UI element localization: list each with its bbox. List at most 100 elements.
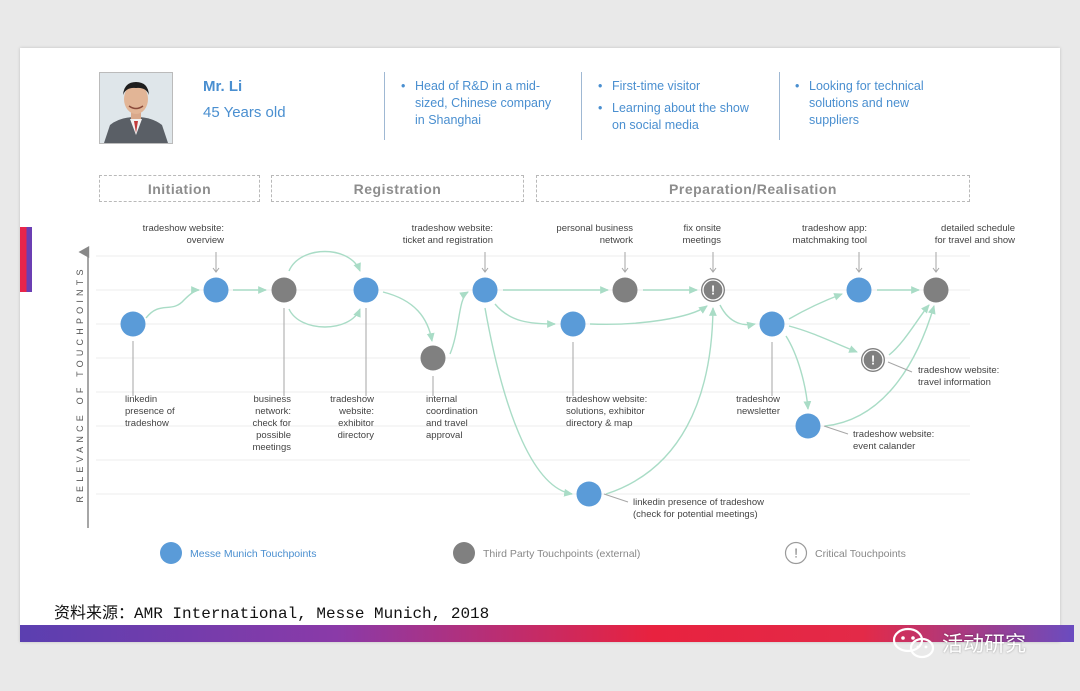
leader-line [887, 361, 913, 373]
touchpoint-label-line: tradeshow website: [143, 223, 224, 234]
persona-visit-list: First-time visitor Learning about the sh… [598, 78, 749, 139]
touchpoint-label-line: website: [338, 406, 374, 417]
touchpoint-label-line: meetings [252, 442, 291, 453]
touchpoint-critical [701, 278, 725, 302]
slide [20, 48, 1060, 642]
touchpoint-label-line: business [254, 394, 292, 405]
connector-arrow [824, 305, 936, 427]
connector-arrow [382, 291, 435, 342]
persona-name: Mr. Li [203, 78, 243, 95]
touchpoint-messe [759, 311, 785, 337]
touchpoint-label: tradeshow app:matchmaking tool [793, 223, 867, 246]
connector-arrow [288, 250, 361, 272]
touchpoint-label: tradeshow website:event calander [853, 429, 934, 452]
touchpoint-label-line: internal [426, 394, 457, 405]
connector-arrow [449, 291, 469, 355]
touchpoint-label: linkedin presence of tradeshow(check for… [633, 497, 764, 520]
touchpoint-messe [472, 277, 498, 303]
persona-divider [384, 72, 385, 140]
touchpoint-critical [861, 348, 885, 372]
watermark-text: 活动研究 [942, 632, 1026, 656]
touchpoint-label-line: presence of [125, 406, 175, 417]
left-accent-bar [20, 227, 32, 292]
touchpoint-label-line: ticket and registration [403, 235, 493, 246]
phase-initiation: Initiation [99, 175, 260, 202]
touchpoint-label-line: overview [187, 235, 225, 246]
persona-divider [581, 72, 582, 140]
touchpoint-label-line: tradeshow website: [412, 223, 493, 234]
touchpoint-label-line: personal business [556, 223, 633, 234]
touchpoint-label-line: newsletter [737, 406, 780, 417]
touchpoint-label-line: tradeshow [736, 394, 780, 405]
persona-divider [779, 72, 780, 140]
leader-line [603, 493, 629, 503]
journey-connectors [145, 250, 936, 497]
touchpoint-label: tradeshow website:travel information [918, 365, 999, 388]
touchpoint-third [271, 277, 297, 303]
touchpoint-label-line: possible [256, 430, 291, 441]
connector-arrow [888, 304, 930, 356]
phase-registration: Registration [271, 175, 524, 202]
touchpoint-label-line: tradeshow app: [802, 223, 867, 234]
touchpoint-label-line: tradeshow [125, 418, 169, 429]
exclamation-icon: ! [794, 546, 798, 561]
touchpoint-third [612, 277, 638, 303]
touchpoint-messe [560, 311, 586, 337]
touchpoint-label: tradeshow website:overview [143, 223, 224, 246]
wechat-icon [892, 627, 935, 659]
touchpoint-messe [353, 277, 379, 303]
touchpoint-critical-ring [862, 349, 884, 371]
connector-arrow [145, 286, 200, 319]
touchpoint-messe [846, 277, 872, 303]
leader-arrowhead [932, 267, 940, 273]
persona-photo [99, 72, 173, 144]
touchpoint-label-line: solutions, exhibitor [566, 406, 645, 417]
touchpoint-label-line: fix onsite [684, 223, 722, 234]
touchpoint-label-line: coordination [426, 406, 478, 417]
touchpoint-label-line: and travel [426, 418, 468, 429]
source-note: 资料来源：AMR International, Messe Munich, 20… [54, 605, 490, 623]
touchpoint-label-line: exhibitor [338, 418, 374, 429]
connector-arrow [605, 307, 717, 495]
connector-arrow [785, 335, 812, 410]
connector-arrow [719, 304, 756, 330]
touchpoint-label-line: network: [255, 406, 291, 417]
touchpoint-label-line: detailed schedule [941, 223, 1015, 234]
touchpoint-label-line: tradeshow website: [918, 365, 999, 376]
legend-third-marker [453, 542, 475, 564]
touchpoint-messe [203, 277, 229, 303]
persona-age: 45 Years old [203, 104, 286, 121]
touchpoint-label-line: meetings [682, 235, 721, 246]
persona-role-item: Head of R&D in a mid-sized, Chinese comp… [401, 78, 551, 129]
leader-arrowhead [212, 267, 220, 273]
persona-visit-item: First-time visitor [598, 78, 749, 95]
leader-line [823, 425, 849, 435]
touchpoint-label-line: linkedin presence of tradeshow [633, 497, 764, 508]
touchpoint-messe [576, 481, 602, 507]
touchpoint-label-line: (check for potential meetings) [633, 509, 758, 520]
touchpoint-label-line: directory [338, 430, 375, 441]
exclamation-icon: ! [871, 353, 875, 368]
touchpoint-label-line: tradeshow website: [853, 429, 934, 440]
leader-arrowhead [709, 267, 717, 273]
touchpoint-label-line: event calander [853, 441, 915, 452]
leader-arrowhead [855, 267, 863, 273]
touchpoint-label-line: tradeshow [330, 394, 374, 405]
touchpoint-label: tradeshow website:ticket and registratio… [403, 223, 493, 246]
watermark: 活动研究 [892, 626, 1026, 660]
leader-arrowhead [481, 267, 489, 273]
exclamation-icon: ! [711, 283, 715, 298]
legend-critical-marker [784, 541, 808, 565]
touchpoint-critical-ring [702, 279, 724, 301]
legend-label: Messe Munich Touchpoints [190, 548, 316, 560]
